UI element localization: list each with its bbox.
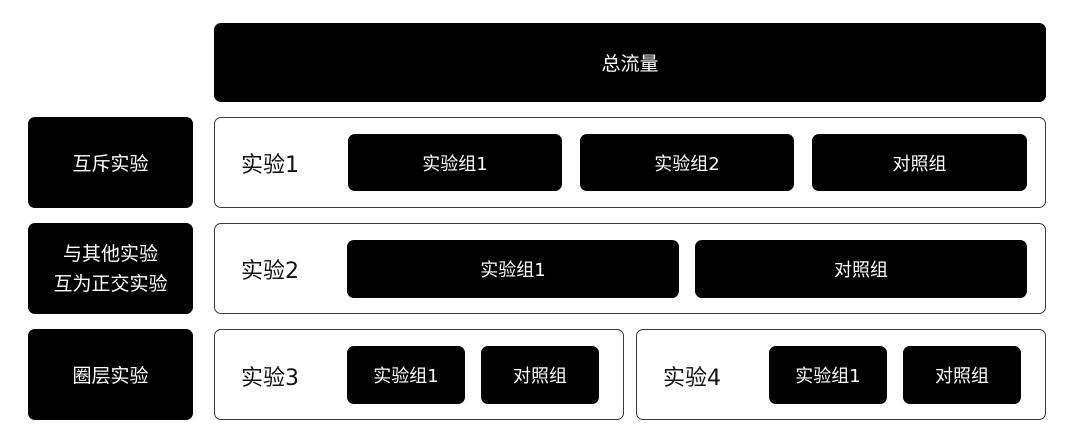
experiment2-group1-label: 实验组1 xyxy=(480,260,546,281)
experiment1-control-group: 对照组 xyxy=(812,134,1027,191)
experiment3-label: 实验3 xyxy=(241,366,299,391)
experiment2-label: 实验2 xyxy=(241,259,299,284)
experiment3-control-group: 对照组 xyxy=(481,346,599,404)
orthogonal-experiment-label-block: 与其他实验 互为正交实验 xyxy=(28,223,193,314)
experiment1-group1: 实验组1 xyxy=(348,134,562,191)
mutex-experiment-label: 互斥实验 xyxy=(72,153,149,175)
experiment1-group2: 实验组2 xyxy=(580,134,794,191)
experiment2-control-group-label: 对照组 xyxy=(834,260,888,281)
experiment4-label: 实验4 xyxy=(663,366,721,391)
experiment3-control-group-label: 对照组 xyxy=(513,366,567,387)
total-traffic-block: 总流量 xyxy=(214,23,1046,102)
experiment1-group1-label: 实验组1 xyxy=(422,153,488,175)
layer-experiment-label-block: 圈层实验 xyxy=(28,329,193,420)
experiment2-control-group: 对照组 xyxy=(695,240,1027,298)
total-traffic-label: 总流量 xyxy=(601,53,659,75)
layer-experiment-label: 圈层实验 xyxy=(72,365,149,387)
orthogonal-label-line2: 互为正交实验 xyxy=(53,272,168,295)
experiment1-control-group-label: 对照组 xyxy=(892,153,947,175)
experiment4-control-group: 对照组 xyxy=(903,346,1021,404)
experiment4-group1-label: 实验组1 xyxy=(795,366,861,387)
experiment1-label: 实验1 xyxy=(241,153,299,178)
experiment3-group1: 实验组1 xyxy=(347,346,465,404)
experiment4-control-group-label: 对照组 xyxy=(935,366,989,387)
orthogonal-label-line1: 与其他实验 xyxy=(62,242,158,265)
experiment2-group1: 实验组1 xyxy=(347,240,679,298)
experiment3-group1-label: 实验组1 xyxy=(373,366,439,387)
mutex-experiment-label-block: 互斥实验 xyxy=(28,117,193,208)
experiment1-group2-label: 实验组2 xyxy=(654,153,720,175)
experiment4-group1: 实验组1 xyxy=(769,346,887,404)
